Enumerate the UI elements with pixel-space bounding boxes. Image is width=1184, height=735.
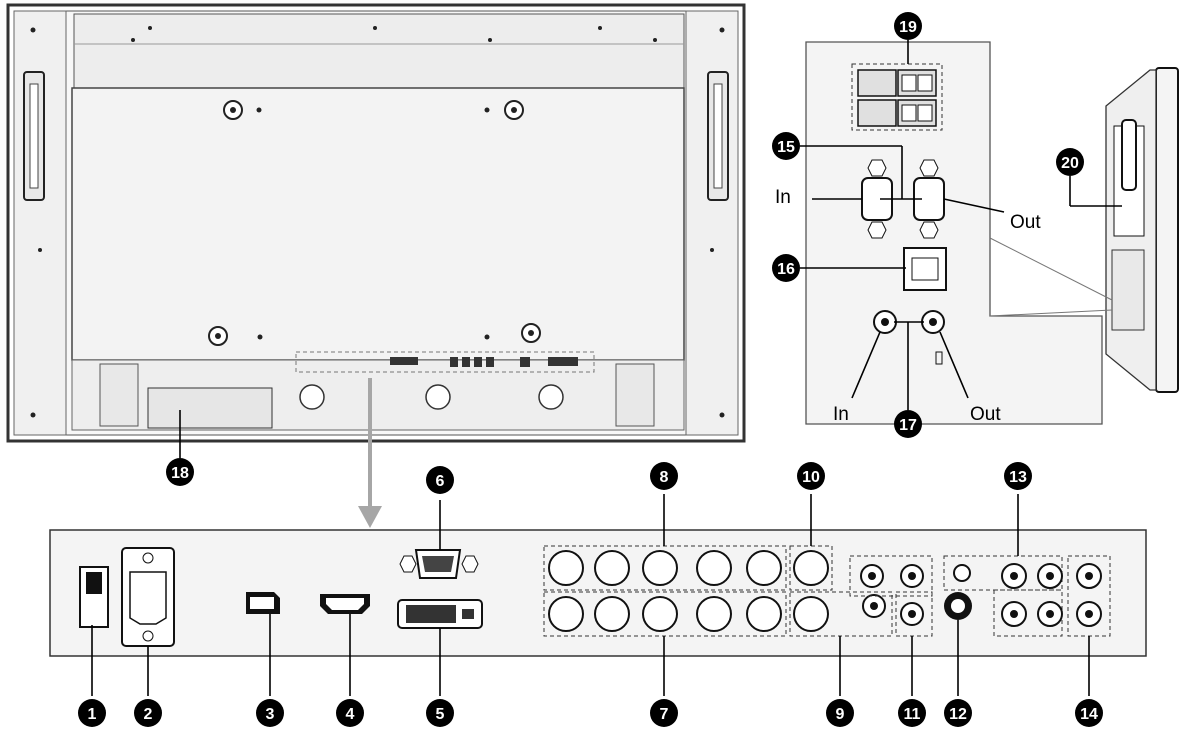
marker-9: 9 <box>826 699 854 727</box>
marker-16: 16 <box>772 254 800 282</box>
marker-18-number: 18 <box>171 465 189 482</box>
leader-lines <box>91 40 1122 696</box>
monitor-side-view <box>1105 67 1179 393</box>
speaker-terminals <box>851 63 943 131</box>
marker-9-number: 9 <box>836 706 845 723</box>
marker-4-number: 4 <box>346 706 355 723</box>
marker-20-number: 20 <box>1061 155 1079 172</box>
ir-out-jack <box>921 310 945 334</box>
marker-14-number: 14 <box>1080 706 1098 723</box>
marker-19-number: 19 <box>899 19 917 36</box>
bnc-out-group <box>543 545 787 591</box>
right-handle <box>707 71 729 201</box>
marker-17: 17 <box>894 410 922 438</box>
marker-6: 6 <box>426 466 454 494</box>
marker-12-number: 12 <box>949 706 967 723</box>
marker-2-number: 2 <box>144 706 153 723</box>
rs232-in-label: In <box>775 187 791 208</box>
marker-7: 7 <box>650 699 678 727</box>
rs232-out-label: Out <box>1010 212 1041 233</box>
bnc-in-group <box>543 591 787 637</box>
marker-7-number: 7 <box>660 706 669 723</box>
marker-15-number: 15 <box>777 139 795 156</box>
marker-1-number: 1 <box>88 706 97 723</box>
marker-10-number: 10 <box>802 469 820 486</box>
marker-8-number: 8 <box>660 469 669 486</box>
marker-3-number: 3 <box>266 706 275 723</box>
marker-8: 8 <box>650 462 678 490</box>
rs232-out-port <box>913 159 945 239</box>
video-in-connector <box>793 596 829 632</box>
zoom-arrow <box>358 378 382 528</box>
marker-10: 10 <box>797 462 825 490</box>
marker-6-number: 6 <box>436 473 445 490</box>
terminal-zoom-region <box>295 351 595 373</box>
ac-inlet <box>121 547 175 647</box>
bnc-out-connectors <box>548 550 782 586</box>
ir-out-label: Out <box>970 404 1001 425</box>
marker-4: 4 <box>336 699 364 727</box>
ir-in-jack <box>873 310 897 334</box>
marker-3: 3 <box>256 699 284 727</box>
rs232-in-port <box>861 159 893 239</box>
terminal-panel <box>49 529 1147 657</box>
marker-19: 19 <box>894 12 922 40</box>
marker-2: 2 <box>134 699 162 727</box>
marker-13-number: 13 <box>1009 469 1027 486</box>
marker-16-number: 16 <box>777 261 795 278</box>
left-handle <box>23 71 45 201</box>
ir-in-label: In <box>833 404 849 425</box>
marker-11: 11 <box>898 699 926 727</box>
bnc-in-connectors <box>548 596 782 632</box>
s-video-port <box>944 592 972 620</box>
control-panel-inset <box>805 41 1103 425</box>
marker-1: 1 <box>78 699 106 727</box>
displayport-port <box>246 592 280 614</box>
marker-5-number: 5 <box>436 706 445 723</box>
marker-17-number: 17 <box>899 417 917 434</box>
video-out-connector <box>793 550 829 586</box>
marker-14: 14 <box>1075 699 1103 727</box>
vga-port <box>399 549 479 579</box>
marker-20: 20 <box>1056 148 1084 176</box>
marker-5: 5 <box>426 699 454 727</box>
dvi-port <box>397 599 483 629</box>
monitor-rear-view <box>6 3 746 443</box>
lan-port <box>903 247 947 291</box>
power-switch <box>79 566 109 628</box>
marker-11-number: 11 <box>904 706 921 723</box>
hdmi-port <box>320 594 370 614</box>
marker-13: 13 <box>1004 462 1032 490</box>
marker-18: 18 <box>166 458 194 486</box>
marker-12: 12 <box>944 699 972 727</box>
marker-15: 15 <box>772 132 800 160</box>
